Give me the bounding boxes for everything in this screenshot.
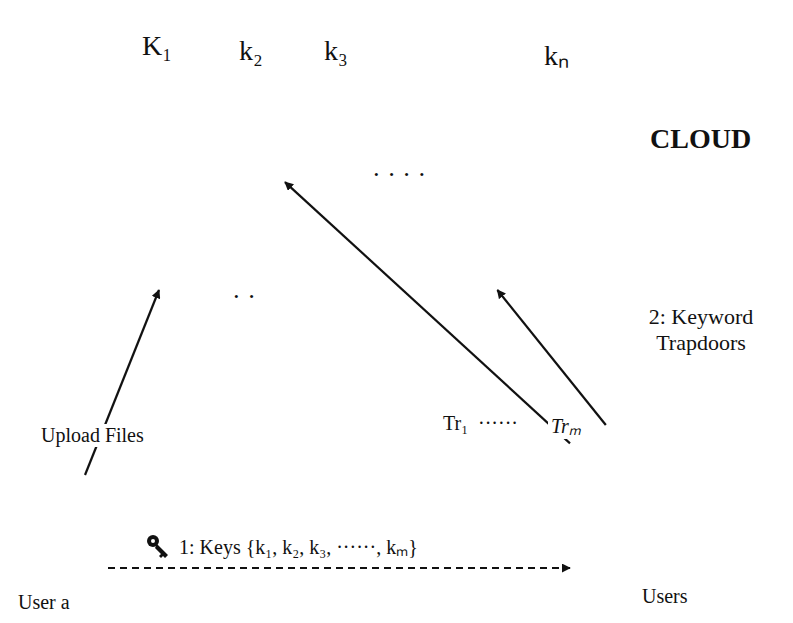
database-layer-rim (116, 169, 176, 181)
database-layer-rim (526, 156, 586, 168)
database-layer (221, 110, 281, 126)
user-figure: User a (8, 475, 108, 616)
person-icon (678, 523, 718, 570)
key-icon (147, 535, 168, 558)
database-layer (116, 123, 176, 139)
lock-body (96, 115, 116, 149)
database-layer (306, 110, 366, 126)
locked-database: kₙ (500, 35, 590, 185)
ellipsis: · · (232, 282, 256, 312)
database-top (526, 104, 586, 116)
key-label: K₁ (142, 30, 172, 62)
database-layer (116, 141, 176, 157)
user-label: Users (642, 585, 688, 608)
lock-body (286, 120, 306, 154)
user-label: User a (18, 591, 70, 614)
locked-database: k₂ (195, 35, 285, 185)
shirt (52, 542, 68, 567)
locked-database: k₃ (280, 35, 370, 185)
database-layer-rim (306, 138, 366, 150)
lock-shackle (104, 77, 136, 115)
edge-label: Trₘ (548, 412, 584, 439)
database-layer-rim (221, 156, 281, 168)
dashed-arrow (108, 567, 570, 569)
db-shape (90, 30, 190, 185)
person-icon (645, 468, 685, 515)
database-layer (526, 146, 586, 162)
database-layer-rim (306, 120, 366, 132)
head (43, 493, 77, 537)
database-layer (306, 164, 366, 180)
ellipsis: · · · · (372, 160, 426, 190)
step-label: 2: Keyword Trapdoors (612, 304, 790, 357)
database-layer (526, 164, 586, 180)
cloud-outline (46, 16, 661, 282)
database-layer-rim (221, 120, 281, 132)
arrow-connector (85, 290, 159, 475)
database-layer (221, 146, 281, 162)
region-title: CLOUD (650, 123, 751, 155)
database-layer (116, 159, 176, 175)
user-group: Users (570, 425, 760, 615)
database-layer-rim (526, 120, 586, 132)
cloud-region: K₁k₂k₃kₙCLOUD (25, 5, 665, 290)
database-top (116, 99, 176, 111)
lock-body (201, 120, 221, 154)
key-label: k₃ (324, 35, 348, 67)
database-layer-rim (526, 138, 586, 150)
database-top (306, 104, 366, 116)
database-layer-rim (306, 156, 366, 168)
lock-shackle (209, 82, 241, 120)
ellipsis: ······ (478, 412, 518, 435)
edge-label: Tr₁ (440, 412, 471, 435)
lock-body (506, 120, 526, 154)
database-layer (306, 146, 366, 162)
lock-shackle (514, 82, 546, 120)
database-layer-rim (306, 174, 366, 186)
hair (43, 495, 77, 511)
database-layer (526, 110, 586, 126)
database-layer (526, 128, 586, 144)
database-layer-rim (221, 174, 281, 186)
database-layer (306, 128, 366, 144)
group-outline (572, 427, 758, 613)
key-label: k₂ (239, 35, 263, 67)
tie (56, 545, 64, 571)
database-layer-rim (221, 138, 281, 150)
database-layer-rim (116, 151, 176, 163)
locked-database: K₁ (90, 30, 190, 185)
lock-shackle (294, 82, 326, 120)
arrow-connector (497, 290, 605, 425)
edge-label: Upload Files (38, 424, 147, 447)
database-layer-rim (116, 133, 176, 145)
key-label: kₙ (544, 35, 569, 73)
arrow-connector (285, 182, 570, 443)
database-top (221, 104, 281, 116)
database-layer (221, 164, 281, 180)
database-layer (221, 128, 281, 144)
edge-label: 1: Keys {k₁, k₂, k₃, ······, kₘ} (176, 533, 421, 560)
suit (23, 541, 98, 590)
person-icon (612, 523, 652, 570)
database-layer-rim (526, 174, 586, 186)
database-layer-rim (116, 115, 176, 127)
database-layer (116, 105, 176, 121)
